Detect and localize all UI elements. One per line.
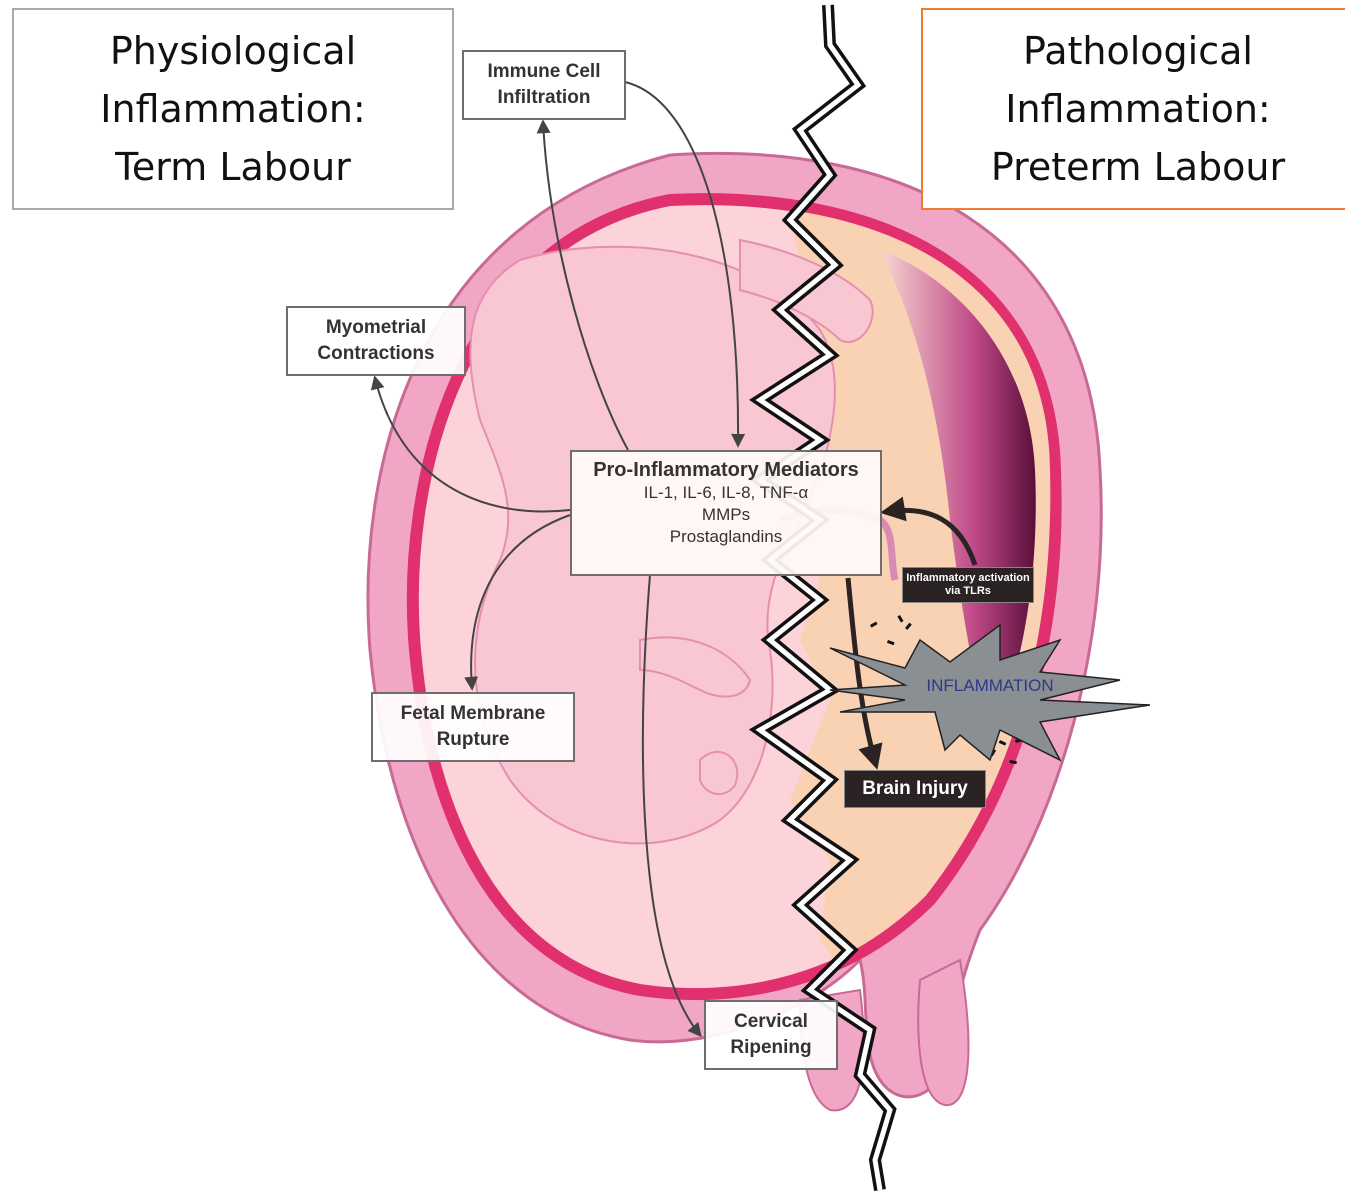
fetal-membrane-rupture-box: Fetal Membrane Rupture	[371, 692, 575, 762]
cervical-ripening-box: Cervical Ripening	[704, 1000, 838, 1070]
mediators-mmps: MMPs	[572, 504, 880, 526]
inflammation-label: INFLAMMATION	[900, 676, 1080, 696]
cervix-right	[918, 960, 968, 1105]
mediators-prostaglandins: Prostaglandins	[572, 526, 880, 548]
fetus-ear	[700, 752, 737, 794]
term-labour-header: Physiological Inflammation: Term Labour	[12, 8, 454, 210]
mediators-cytokines: IL-1, IL-6, IL-8, TNF-α	[572, 482, 880, 504]
preterm-labour-header: Pathological Inflammation: Preterm Labou…	[921, 8, 1345, 210]
mediators-title: Pro-Inflammatory Mediators	[572, 459, 880, 482]
tlr-activation-label: Inflammatory activation via TLRs	[902, 567, 1034, 603]
brain-injury-label: Brain Injury	[844, 770, 986, 808]
immune-cell-infiltration-box: Immune Cell Infiltration	[462, 50, 626, 120]
myometrial-contractions-box: Myometrial Contractions	[286, 306, 466, 376]
pro-inflammatory-mediators-box: Pro-Inflammatory Mediators IL-1, IL-6, I…	[570, 450, 882, 576]
